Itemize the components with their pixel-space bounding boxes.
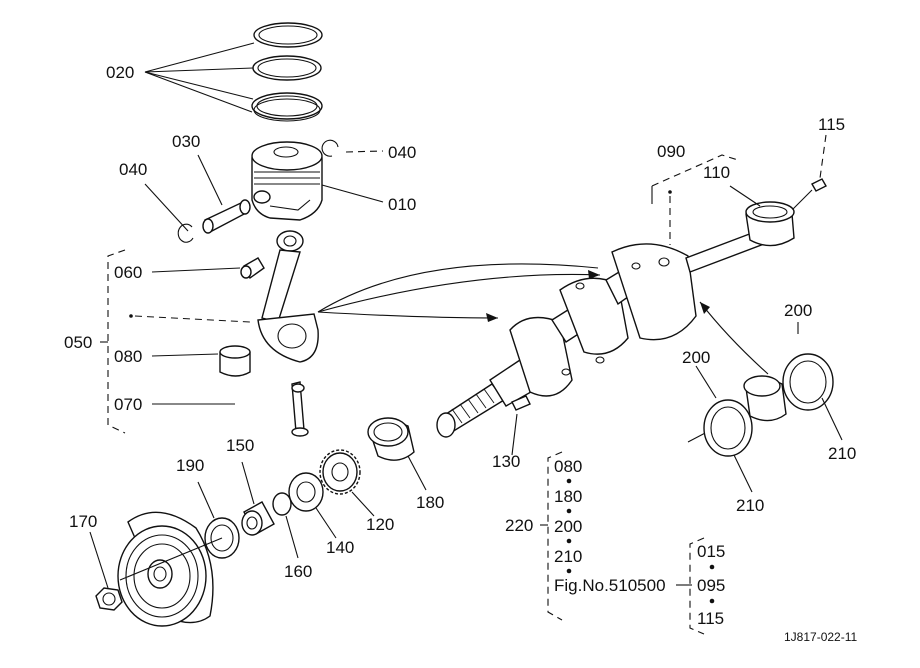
leader-010 xyxy=(321,184,384,203)
label-020: 020 xyxy=(106,63,134,82)
leader-020 xyxy=(144,42,255,113)
kit220-item-2: 180 xyxy=(554,487,582,506)
thrust-washer-lower xyxy=(703,399,753,457)
kit220-item-1: 080 xyxy=(554,457,582,476)
label-010: 010 xyxy=(388,195,416,214)
circlip-right xyxy=(321,139,339,157)
assembly-arrows xyxy=(317,263,769,375)
kit220-item-3: 200 xyxy=(554,517,582,536)
leader-210-right xyxy=(821,397,843,441)
label-210-left: 210 xyxy=(736,496,764,515)
label-170: 170 xyxy=(69,512,97,531)
crankshaft xyxy=(436,229,765,438)
label-130: 130 xyxy=(492,452,520,471)
leader-040-right xyxy=(345,150,384,153)
leader-150 xyxy=(241,461,255,505)
label-140: 140 xyxy=(326,538,354,557)
label-050: 050 xyxy=(64,333,92,352)
kit220-item-4: 210 xyxy=(554,547,582,566)
label-200-right: 200 xyxy=(784,301,812,320)
label-160: 160 xyxy=(284,562,312,581)
label-080: 080 xyxy=(114,347,142,366)
leader-160 xyxy=(285,515,299,559)
leader-030 xyxy=(197,154,223,206)
label-040-right: 040 xyxy=(388,143,416,162)
plug xyxy=(811,178,827,192)
crankpin-bearing xyxy=(219,345,251,377)
bracket-050 xyxy=(107,249,126,434)
piston xyxy=(251,141,323,221)
thrust-washer-upper xyxy=(782,353,834,411)
label-180: 180 xyxy=(416,493,444,512)
label-030: 030 xyxy=(172,132,200,151)
piston-rings xyxy=(251,22,323,122)
label-120: 120 xyxy=(366,515,394,534)
leader-130 xyxy=(511,413,518,456)
small-end-bushing xyxy=(240,257,265,280)
axis-line-front xyxy=(119,537,223,581)
label-220: 220 xyxy=(505,516,533,535)
circlip-left xyxy=(177,223,194,243)
dot-kit-1 xyxy=(709,564,715,570)
label-200-left: 200 xyxy=(682,348,710,367)
bracket-090 xyxy=(651,154,739,187)
thrust-bearing xyxy=(743,375,787,422)
leader-115 xyxy=(819,134,827,179)
dot-kit-2 xyxy=(709,598,715,604)
leader-050 xyxy=(134,315,251,323)
label-060: 060 xyxy=(114,263,142,282)
leader-120 xyxy=(351,491,375,517)
sleeve xyxy=(241,501,275,536)
leader-210-left xyxy=(733,454,753,493)
dot-220-4 xyxy=(566,568,572,574)
pulley-nut xyxy=(95,587,123,611)
dot-050 xyxy=(129,314,133,318)
leader-190 xyxy=(197,481,215,519)
label-190: 190 xyxy=(176,456,204,475)
kit-item-2: 095 xyxy=(697,576,725,595)
label-150: 150 xyxy=(226,436,254,455)
leader-170 xyxy=(89,531,109,589)
main-bearing xyxy=(745,201,795,247)
leader-180 xyxy=(407,455,427,491)
woodruff-key xyxy=(511,395,531,411)
leader-200-left xyxy=(695,365,717,399)
dot-090 xyxy=(668,190,672,194)
label-110: 110 xyxy=(703,163,730,182)
label-070: 070 xyxy=(114,395,142,414)
front-bearing xyxy=(367,417,415,461)
dot-220-3 xyxy=(566,538,572,544)
label-115: 115 xyxy=(818,115,845,134)
leader-080 xyxy=(151,353,219,357)
o-ring xyxy=(272,492,292,516)
leader-040-left xyxy=(144,183,189,232)
leader-140 xyxy=(315,507,337,539)
kit220-item-5: Fig.No.510500 xyxy=(554,576,666,595)
leader-060 xyxy=(151,267,241,273)
document-code: 1J817-022-11 xyxy=(784,630,857,644)
kit-item-3: 115 xyxy=(697,609,724,628)
kit-item-1: 015 xyxy=(697,542,725,561)
piston-pin xyxy=(202,199,251,234)
connecting-rod xyxy=(257,230,319,437)
crankshaft-pulley xyxy=(117,511,214,627)
label-040-left: 040 xyxy=(119,160,147,179)
dot-220-1 xyxy=(566,478,572,484)
leader-110 xyxy=(729,185,761,207)
collar xyxy=(288,472,324,512)
label-210-right: 210 xyxy=(828,444,856,463)
dot-220-2 xyxy=(566,508,572,514)
crank-gear xyxy=(319,449,361,495)
label-090: 090 xyxy=(657,142,685,161)
